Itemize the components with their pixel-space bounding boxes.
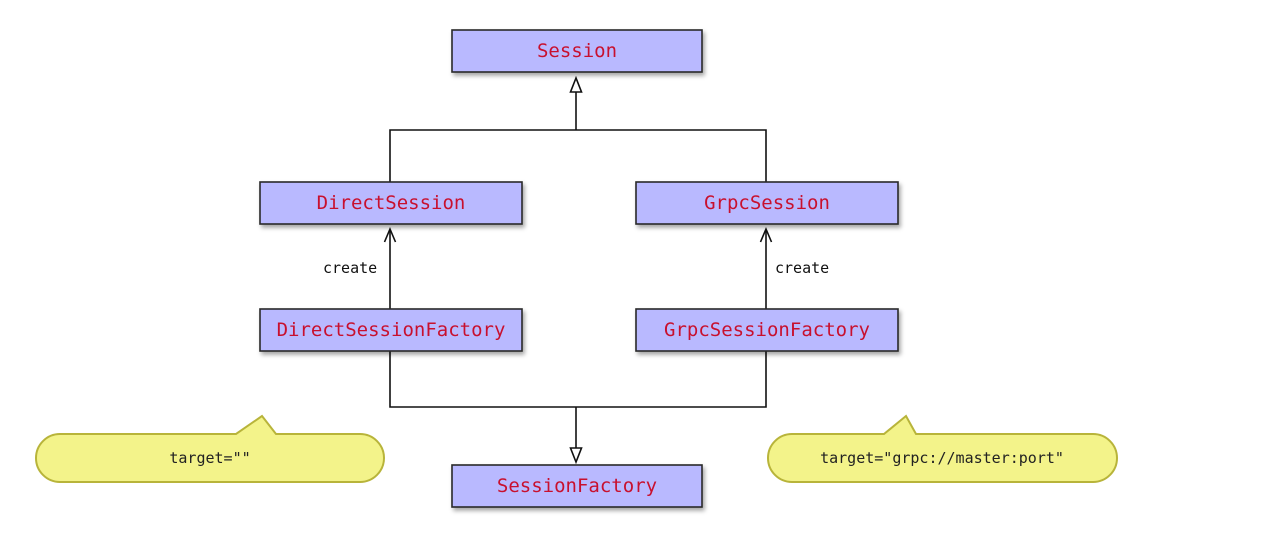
node-grpc-session-label: GrpcSession [704,192,830,214]
create-label-grpc: create [775,259,829,277]
open-arrowhead-icon [759,226,773,243]
note-direct-target-text: target="" [169,449,250,467]
node-direct-session-factory-label: DirectSessionFactory [277,319,506,341]
create-edge-direct: create [323,226,397,309]
note-grpc-target-text: target="grpc://master:port" [820,449,1064,467]
inheritance-edge-to-session-factory [389,350,767,465]
node-session[interactable]: Session [451,29,703,73]
inheritance-edge-to-session [389,75,767,182]
node-session-factory[interactable]: SessionFactory [451,464,703,508]
node-direct-session[interactable]: DirectSession [259,181,523,225]
node-direct-session-factory[interactable]: DirectSessionFactory [259,308,523,352]
note-grpc-target: target="grpc://master:port" [767,414,1118,483]
node-direct-session-label: DirectSession [317,192,466,214]
node-grpc-session-factory-label: GrpcSessionFactory [664,319,870,341]
create-label-direct: create [323,259,377,277]
hollow-arrowhead-icon [569,75,583,93]
hollow-arrowhead-icon [569,447,583,465]
note-direct-target: target="" [35,414,385,483]
node-session-label: Session [537,40,617,62]
open-arrowhead-icon [383,226,397,243]
node-grpc-session-factory[interactable]: GrpcSessionFactory [635,308,899,352]
create-edge-grpc: create [759,226,829,309]
node-grpc-session[interactable]: GrpcSession [635,181,899,225]
node-session-factory-label: SessionFactory [497,475,657,497]
